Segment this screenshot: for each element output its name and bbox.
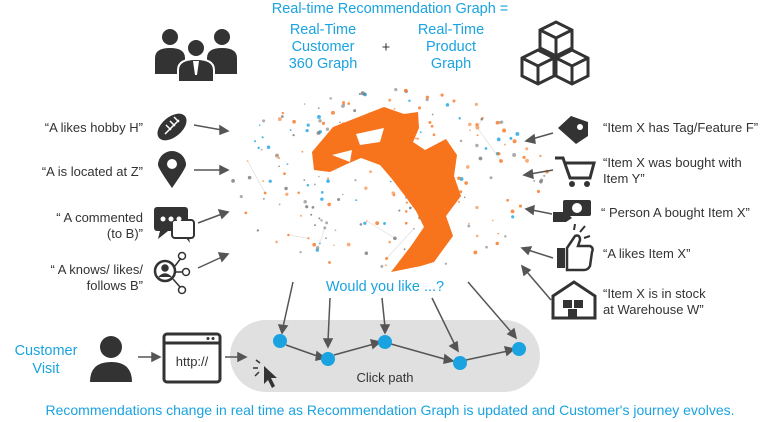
chat-bubbles-icon <box>154 207 195 243</box>
tiger-logo-icon <box>312 107 461 272</box>
diagram-title: Real-time Recommendation Graph = <box>271 1 509 17</box>
fact-purchase: “ Person A bought Item X” <box>601 205 750 220</box>
location-pin-icon <box>158 151 186 188</box>
product-graph-label: Real-Time Product Graph <box>417 22 485 72</box>
click-path-nodes <box>273 334 526 370</box>
fact-social: “ A knows/ likes/ follows B” <box>50 262 143 293</box>
footer-caption: Recommendations change in real time as R… <box>45 402 735 418</box>
customer-visit-label: Customer Visit <box>14 343 78 377</box>
fact-arrows <box>193 124 554 301</box>
browser-window-icon <box>162 332 222 384</box>
would-you-like-label: Would you like ...? <box>325 279 445 295</box>
customer-person-icon <box>90 336 132 382</box>
mouse-cursor-icon <box>253 359 277 388</box>
fact-commented: “ A commented (to B)” <box>56 210 143 241</box>
customer-graph-label: Real-Time Customer 360 Graph <box>288 22 358 72</box>
fact-hobby: “A likes hobby H” <box>44 120 143 135</box>
thumbs-up-icon <box>557 223 594 272</box>
click-path-background <box>230 320 540 392</box>
click-path-arrows <box>285 339 516 364</box>
click-path-label: Click path <box>356 370 414 385</box>
social-network-icon <box>153 251 191 295</box>
payment-icon <box>553 200 591 222</box>
warehouse-icon <box>551 280 597 320</box>
plus-sign: + <box>381 40 391 56</box>
visit-arrow <box>138 351 248 363</box>
fact-likes-item: “A likes Item X” <box>603 246 691 261</box>
football-icon <box>157 113 187 141</box>
shopping-cart-icon <box>555 156 596 187</box>
fact-bought-with: “Item X was bought with Item Y” <box>603 155 742 186</box>
would-you-like-arrows <box>277 281 518 353</box>
tag-icon <box>558 116 588 144</box>
product-boxes-icon <box>520 20 590 86</box>
fact-tag: “Item X has Tag/Feature F” <box>603 120 759 135</box>
browser-url-text: http:// <box>175 354 209 369</box>
fact-location: “A is located at Z” <box>41 164 143 179</box>
customers-group-icon <box>155 29 237 83</box>
fact-stock: “Item X is in stock at Warehouse W” <box>603 286 706 317</box>
